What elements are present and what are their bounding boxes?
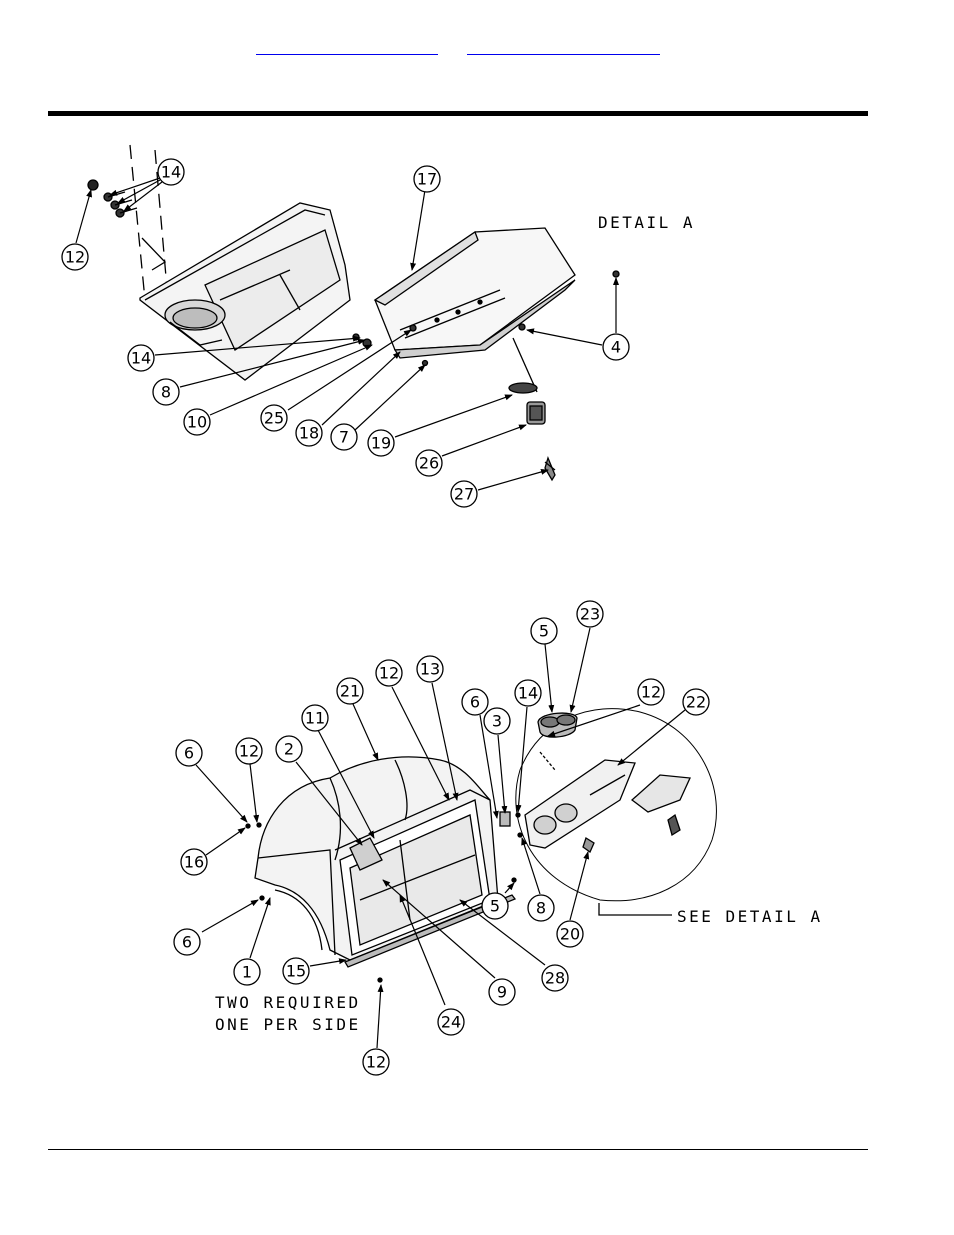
one-per-side-note: ONE PER SIDE [215, 1015, 361, 1034]
callout-bottom-21: 21 [340, 682, 360, 701]
callout-top-4: 4 [611, 338, 621, 357]
callout-top-19: 19 [371, 434, 391, 453]
callout-bottom-1: 1 [242, 963, 252, 982]
callout-top-14b: 14 [131, 349, 151, 368]
two-required-note: TWO REQUIRED [215, 993, 361, 1012]
callout-top-7: 7 [339, 428, 349, 447]
callout-bottom-2: 2 [284, 740, 294, 759]
callout-top-10: 10 [187, 413, 207, 432]
callout-bottom-20: 20 [560, 925, 580, 944]
callout-top-26: 26 [419, 454, 439, 473]
callout-bottom-6b: 6 [470, 693, 480, 712]
callout-bottom-14: 14 [518, 684, 538, 703]
see-detail-a-note: SEE DETAIL A [677, 907, 823, 926]
callout-top-18: 18 [299, 424, 319, 443]
callout-top-25: 25 [264, 409, 284, 428]
detail-a-label: DETAIL A [598, 213, 695, 232]
callout-bottom-9: 9 [497, 983, 507, 1002]
callout-bottom-11: 11 [305, 709, 325, 728]
callout-top-12: 12 [65, 248, 85, 267]
callout-bottom-6a: 6 [184, 744, 194, 763]
callout-bottom-8: 8 [536, 899, 546, 918]
callout-bottom-13: 13 [420, 660, 440, 679]
callout-bottom-15: 15 [286, 962, 306, 981]
callout-bottom-6c: 6 [182, 933, 192, 952]
callout-top-8: 8 [161, 383, 171, 402]
callout-bottom-16: 16 [184, 853, 204, 872]
callout-bottom-22: 22 [686, 693, 706, 712]
callout-bottom-12a: 12 [239, 742, 259, 761]
assembly-drawing [246, 709, 716, 982]
callout-bottom-24: 24 [441, 1013, 461, 1032]
callout-bottom-12b: 12 [379, 664, 399, 683]
callout-bottom-5a: 5 [539, 622, 549, 641]
callout-bottom-12c: 12 [641, 683, 661, 702]
callout-top-14a: 14 [161, 163, 181, 182]
callout-bottom-12d: 12 [366, 1053, 386, 1072]
callout-bottom-5b: 5 [490, 897, 500, 916]
callout-bottom-3: 3 [492, 712, 502, 731]
callout-bottom-23: 23 [580, 605, 600, 624]
footer-rule [48, 1149, 868, 1150]
callout-bottom-28: 28 [545, 969, 565, 988]
callout-top-27: 27 [454, 485, 474, 504]
callout-top-17: 17 [417, 170, 437, 189]
